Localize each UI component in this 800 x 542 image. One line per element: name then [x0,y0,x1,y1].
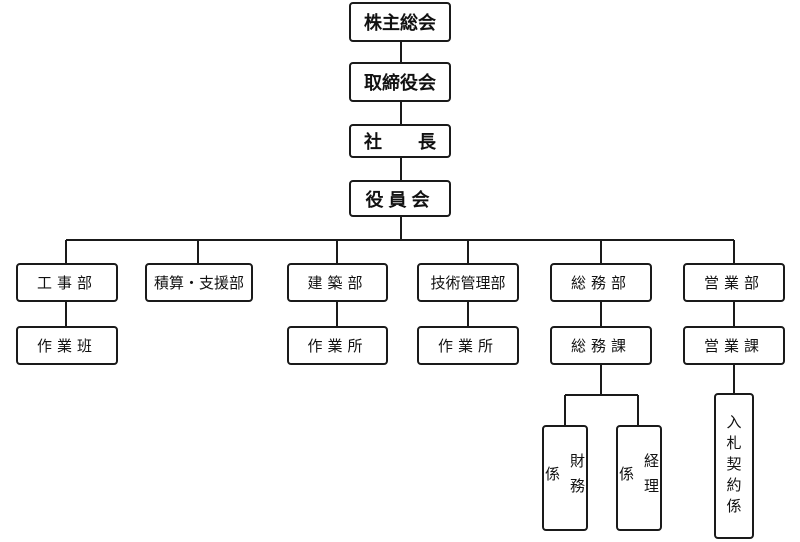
node-label: 株主総会 [364,13,436,34]
node-label-part: 長 [418,132,436,153]
node-label: 営業課 [703,337,764,355]
node-label-column: 財務 [568,453,586,503]
node-label: 営業部 [703,274,764,292]
node-building-dept: 建築部 [287,263,388,302]
node-label: 役員会 [365,189,435,211]
node-bidding-contract-unit: 入札契約係 [714,393,754,539]
node-label-column: 係 [543,465,561,491]
node-label: 積算・支援部 [153,274,244,292]
node-sales-section: 営業課 [683,326,785,365]
node-label: 工事部 [36,274,97,292]
node-label: 総務部 [570,274,631,292]
node-president: 社 長 [349,124,451,158]
node-label: 作業所 [437,337,498,355]
node-label: 入札契約係 [724,413,743,519]
node-label-part: 社 [364,132,382,153]
node-shareholders-meeting: 株主総会 [349,2,451,42]
node-label: 技術管理部 [430,274,506,292]
node-estimation-support-dept: 積算・支援部 [145,263,253,302]
node-construction-work-dept: 工事部 [16,263,118,302]
node-finance-unit: 財務 係 [542,425,588,531]
node-general-affairs-dept: 総務部 [550,263,652,302]
node-board-of-directors: 取締役会 [349,62,451,102]
node-label: 建築部 [307,274,368,292]
node-label: 作業班 [36,337,97,355]
node-label-column: 係 [617,465,635,491]
node-label-column: 経理 [642,453,660,503]
node-sales-dept: 営業部 [683,263,785,302]
node-work-team: 作業班 [16,326,118,365]
node-general-affairs-section: 総務課 [550,326,652,365]
node-label: 作業所 [307,337,368,355]
node-officers-meeting: 役員会 [349,180,451,217]
node-accounting-unit: 経理 係 [616,425,662,531]
node-tech-management-dept: 技術管理部 [417,263,519,302]
node-tech-worksite: 作業所 [417,326,519,365]
node-label: 総務課 [570,337,631,355]
node-building-worksite: 作業所 [287,326,388,365]
node-label: 取締役会 [364,73,436,94]
